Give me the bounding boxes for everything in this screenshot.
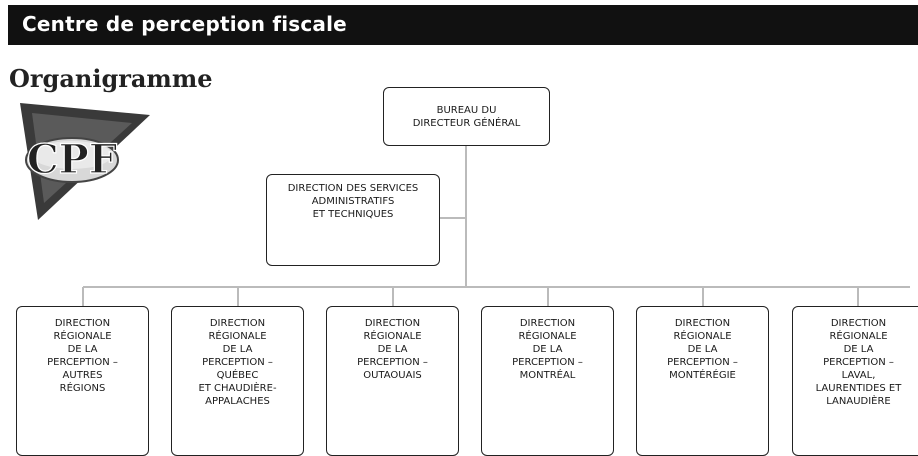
org-box-admin-services: DIRECTION DES SERVICES ADMINISTRATIFS ET… — [266, 174, 440, 266]
org-box-region-montreal: DIRECTION RÉGIONALE DE LA PERCEPTION – M… — [481, 306, 614, 456]
org-box-region-quebec: DIRECTION RÉGIONALE DE LA PERCEPTION – Q… — [171, 306, 304, 456]
org-box-region-outaouais: DIRECTION RÉGIONALE DE LA PERCEPTION – O… — [326, 306, 459, 456]
org-box-region-laval: DIRECTION RÉGIONALE DE LA PERCEPTION – L… — [792, 306, 918, 456]
org-chart-connectors — [82, 146, 910, 306]
cpf-logo: CPF — [20, 103, 150, 220]
page-title: Organigramme — [9, 64, 213, 93]
logo-text: CPF — [27, 136, 117, 183]
org-box-region-monteregie: DIRECTION RÉGIONALE DE LA PERCEPTION – M… — [636, 306, 769, 456]
header-title: Centre de perception fiscale — [22, 12, 347, 36]
org-box-director-general: BUREAU DU DIRECTEUR GÉNÉRAL — [383, 87, 550, 146]
header-bar: Centre de perception fiscale — [8, 5, 918, 45]
org-box-region-autres: DIRECTION RÉGIONALE DE LA PERCEPTION – A… — [16, 306, 149, 456]
